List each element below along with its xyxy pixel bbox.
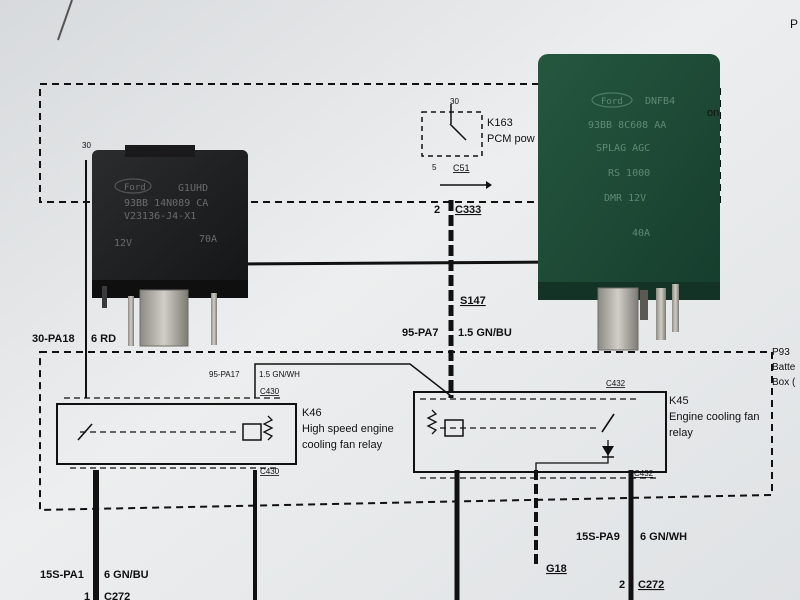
green-relay-brand: Ford — [601, 97, 623, 107]
green-relay — [538, 54, 720, 351]
wire-15s-pa1-spec: 6 GN/BU — [104, 569, 149, 581]
p93-id-label: P93 — [772, 347, 790, 358]
green-relay-line2: SPLAG AGC — [596, 143, 650, 154]
wire-horizontal-link — [239, 260, 561, 266]
c51-label: C51 — [453, 163, 470, 173]
fold-mark — [57, 0, 73, 41]
p93-line1: Batte — [772, 362, 796, 373]
k163-relay-box — [421, 111, 483, 157]
wire-95-pa17 — [254, 363, 452, 398]
black-relay-voltage: 12V — [114, 238, 132, 249]
green-relay-code: DNFB4 — [645, 96, 675, 107]
green-relay-line1: 93BB 8C608 AA — [588, 120, 666, 131]
c432-bottom-label: C432 — [634, 469, 654, 478]
c333-label: C333 — [455, 204, 481, 216]
black-relay-code: G1UHD — [178, 183, 208, 194]
k45-id-label: K45 — [669, 395, 689, 407]
black-relay-part: 93BB 14N089 CA — [124, 198, 208, 209]
k46-line2: cooling fan relay — [302, 439, 383, 451]
wire-30-pa18-label: 30-PA18 — [32, 333, 75, 345]
c430-bottom-label: C430 — [260, 467, 280, 476]
p93-line2: Box ( — [772, 377, 796, 388]
battery-box-dashed-enclosure — [39, 351, 773, 512]
pin30-left-label: 30 — [82, 141, 91, 150]
g18-label: G18 — [546, 563, 567, 575]
wire-15s-pa1-label: 15S-PA1 — [40, 569, 84, 581]
s147-label: S147 — [460, 295, 486, 307]
k163-name-tail: on — [707, 107, 719, 119]
black-relay-brand: Ford — [124, 183, 146, 193]
wire-15s-pa9-spec: 6 GN/WH — [640, 531, 687, 543]
black-relay — [92, 145, 248, 347]
k46-relay-box — [56, 403, 297, 465]
pin2-c333-label: 2 — [434, 204, 440, 216]
corner-p-label: P — [790, 17, 798, 31]
pin2-c272-label: 2 — [619, 579, 625, 591]
k163-name-label: PCM pow — [487, 133, 535, 145]
c272-left-label: C272 — [104, 591, 130, 600]
c430-top-label: C430 — [260, 387, 280, 396]
c272-right-label: C272 — [638, 579, 664, 591]
black-relay-sub: V23136-J4-X1 — [124, 211, 196, 222]
k45-line1: Engine cooling fan — [669, 411, 760, 423]
pin30-top-label: 30 — [450, 97, 459, 106]
black-relay-amps: 70A — [199, 234, 217, 245]
green-relay-line4: DMR 12V — [604, 193, 646, 204]
pin5-label: 5 — [432, 163, 437, 172]
wire-15s-pa9-label: 15S-PA9 — [576, 531, 620, 543]
wire-95-pa7-label: 95-PA7 — [402, 327, 438, 339]
k46-id-label: K46 — [302, 407, 322, 419]
pin1-c272-label: 1 — [84, 591, 90, 600]
wire-30-pa18-spec: 6 RD — [91, 333, 116, 345]
k46-line1: High speed engine — [302, 423, 394, 435]
k46-coil — [242, 423, 262, 441]
k45-line2: relay — [669, 427, 693, 439]
green-relay-line3: RS 1000 — [608, 168, 650, 179]
k45-coil — [444, 419, 464, 437]
c432-top-label: C432 — [606, 379, 626, 388]
wire-95-pa17-spec: 1.5 GN/WH — [259, 370, 300, 379]
k45-relay-box — [413, 391, 667, 473]
wire-95-pa17-label: 95-PA17 — [209, 370, 240, 379]
green-relay-line5: 40A — [632, 228, 650, 239]
k163-id-label: K163 — [487, 117, 513, 129]
wire-95-pa7-spec: 1.5 GN/BU — [458, 327, 512, 339]
